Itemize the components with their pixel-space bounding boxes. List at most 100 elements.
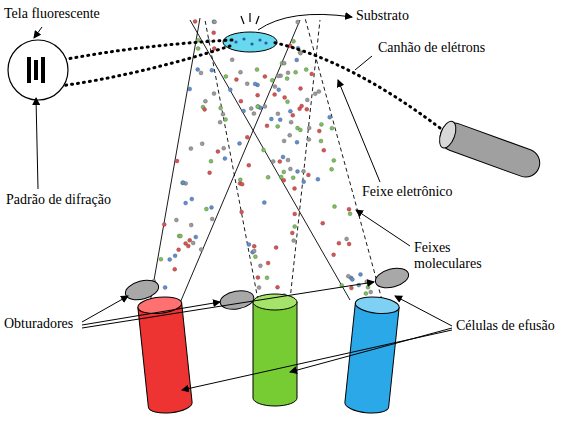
beam-particle bbox=[288, 109, 292, 113]
beam-particle bbox=[190, 197, 194, 201]
beam-particle bbox=[345, 237, 349, 241]
beam-particles bbox=[152, 19, 373, 305]
beam-particle bbox=[203, 107, 207, 111]
beam-particle bbox=[286, 71, 290, 75]
beam-particle bbox=[188, 238, 192, 242]
beam-particle bbox=[266, 261, 270, 265]
beam-particle bbox=[290, 231, 294, 235]
beam-particle bbox=[289, 120, 293, 124]
beam-particle bbox=[296, 169, 300, 173]
beam-particle bbox=[168, 258, 172, 262]
beam-particle bbox=[347, 242, 351, 246]
beam-particle bbox=[212, 47, 216, 51]
beam-particle bbox=[200, 142, 204, 146]
beam-particle bbox=[194, 235, 198, 239]
beam-particle bbox=[240, 182, 244, 186]
beam-particle bbox=[270, 78, 274, 82]
beam-particle bbox=[278, 160, 282, 164]
beam-particle bbox=[219, 106, 223, 110]
beam-particle bbox=[291, 113, 295, 117]
beam-particle bbox=[317, 90, 321, 94]
beam-particle bbox=[245, 135, 249, 139]
beam-particle bbox=[262, 201, 266, 205]
beam-particle bbox=[191, 241, 195, 245]
beam-particle bbox=[298, 128, 302, 132]
beam-particle bbox=[213, 20, 217, 24]
beam-particle bbox=[265, 124, 269, 128]
beam-particle bbox=[349, 286, 353, 290]
beam-particle bbox=[307, 137, 311, 141]
beam-particle bbox=[179, 234, 183, 238]
beam-particle bbox=[283, 95, 287, 99]
beam-particle bbox=[282, 178, 286, 182]
beam-particle bbox=[274, 246, 278, 250]
beam-particle bbox=[210, 217, 214, 221]
beam-particle bbox=[189, 147, 193, 151]
beam-particle bbox=[286, 158, 290, 162]
beam-particle bbox=[208, 171, 212, 175]
beam-particle bbox=[188, 87, 192, 91]
beam-particle bbox=[277, 88, 281, 92]
beam-particle bbox=[299, 51, 303, 55]
beam-particle bbox=[224, 74, 228, 78]
beam-particle bbox=[291, 176, 295, 180]
beam-particle bbox=[321, 221, 325, 225]
beam-particle bbox=[330, 126, 334, 130]
beam-particle bbox=[247, 243, 251, 247]
beam-particle bbox=[203, 99, 207, 103]
beam-particle bbox=[316, 177, 320, 181]
shutters bbox=[123, 265, 411, 312]
beam-particle bbox=[332, 158, 336, 162]
beam-particle bbox=[216, 150, 220, 154]
beam-particle bbox=[299, 87, 303, 91]
beam-particle bbox=[256, 105, 260, 109]
beam-particle bbox=[292, 39, 296, 43]
beam-particle bbox=[181, 181, 185, 185]
beam-particle bbox=[285, 77, 289, 81]
beam-particle bbox=[177, 248, 181, 252]
beam-particle bbox=[199, 247, 203, 251]
beam-particle bbox=[224, 118, 228, 122]
beam-particle bbox=[269, 117, 273, 121]
callout-label: Substrato bbox=[356, 8, 409, 24]
callout-label: Feixes moleculares bbox=[414, 240, 504, 272]
beam-particle bbox=[337, 241, 341, 245]
beam-particle bbox=[252, 249, 256, 253]
beam-particle bbox=[240, 210, 244, 214]
beam-particle bbox=[366, 285, 370, 289]
beam-particle bbox=[212, 31, 216, 35]
beam-particle bbox=[317, 129, 321, 133]
beam-particle bbox=[174, 218, 178, 222]
beam-particle bbox=[332, 253, 336, 257]
callout-label: Padrão de difração bbox=[6, 192, 111, 208]
beam-particle bbox=[162, 223, 166, 227]
beam-particle bbox=[282, 139, 286, 143]
beam-particle bbox=[319, 139, 323, 143]
callout-label: Células de efusão bbox=[456, 318, 555, 334]
beam-particle bbox=[295, 140, 299, 144]
beam-particle bbox=[281, 155, 285, 159]
beam-particle bbox=[306, 173, 310, 177]
beam-particle bbox=[295, 58, 299, 62]
beam-particle bbox=[300, 104, 304, 108]
effusion-cell-green bbox=[253, 294, 297, 406]
callout-label: Tela fluorescente bbox=[4, 6, 100, 22]
beam-particle bbox=[257, 286, 261, 290]
beam-particle bbox=[242, 109, 246, 113]
beam-particle bbox=[276, 112, 280, 116]
beam-particle bbox=[199, 71, 203, 75]
beam-particle bbox=[296, 20, 300, 24]
beam-particle bbox=[173, 254, 177, 258]
beam-particle bbox=[252, 112, 256, 116]
beam-particle bbox=[262, 148, 266, 152]
beam-particle bbox=[276, 124, 280, 128]
beam-particle bbox=[256, 276, 260, 280]
beam-particle bbox=[238, 178, 242, 182]
beam-particle bbox=[328, 115, 332, 119]
beam-particle bbox=[159, 257, 163, 261]
beam-particle bbox=[255, 68, 259, 72]
beam-particle bbox=[282, 61, 286, 65]
beam-particle bbox=[218, 120, 222, 124]
